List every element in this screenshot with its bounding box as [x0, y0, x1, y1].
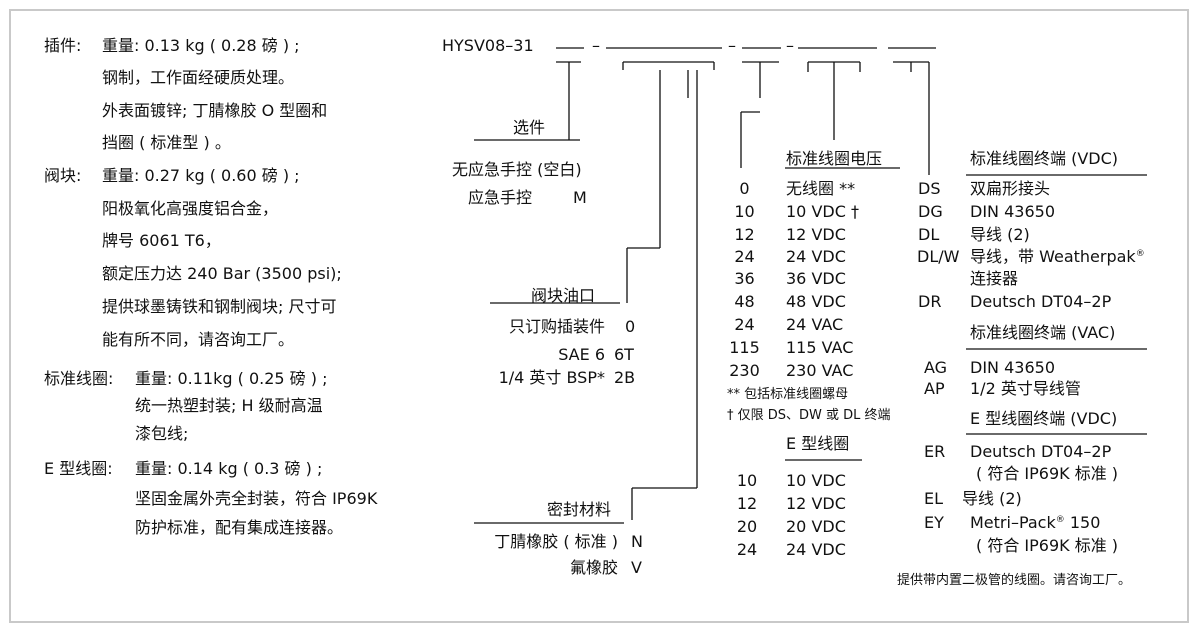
spec-line: 坚固金属外壳全封装，符合 IP69K: [135, 489, 378, 508]
spec-line: 漆包线;: [135, 424, 189, 443]
spec-line: 重量: 0.13 kg ( 0.28 磅 ) ;: [102, 36, 300, 55]
options-code: M: [573, 188, 587, 207]
footer-note: 提供带内置二极管的线圈。请咨询工厂。: [897, 573, 1132, 588]
voltage-code: 230: [729, 361, 760, 380]
seals-code: V: [631, 558, 642, 577]
model-code-dash: –: [728, 36, 736, 55]
ports-code: 2B: [614, 368, 636, 387]
terminal-label: DIN 43650: [970, 202, 1055, 221]
seals-title: 密封材料: [547, 500, 612, 519]
voltage-code: 0: [739, 179, 750, 198]
terminal-label: ( 符合 IP69K 标准 ): [976, 464, 1119, 483]
options-title: 选件: [513, 118, 546, 137]
voltage-title: 标准线圈电压: [786, 149, 883, 168]
seals-label: 丁腈橡胶 ( 标准 ): [494, 532, 618, 551]
spec-label-body: 阀块:: [44, 166, 82, 185]
e-coil-title: E 型线圈: [786, 434, 850, 453]
e-coil-label: 20 VDC: [786, 517, 846, 536]
spec-line: 挡圈 ( 标准型 ) 。: [102, 133, 231, 152]
spec-label-e-coil: E 型线圈:: [44, 459, 113, 478]
voltage-label: 12 VDC: [786, 225, 846, 244]
spec-line: 外表面镀锌; 丁腈橡胶 O 型圈和: [102, 101, 328, 120]
voltage-code: 48: [734, 292, 755, 311]
voltage-code: 10: [734, 202, 755, 221]
e-coil-code: 10: [736, 471, 758, 490]
terminal-label: 导线，带 Weatherpak®: [970, 247, 1145, 266]
spec-line: 钢制，工作面经硬质处理。: [102, 68, 295, 87]
page-frame: [9, 9, 1189, 623]
terminal-code: AG: [924, 358, 948, 377]
spec-line: 重量: 0.14 kg ( 0.3 磅 ) ;: [135, 459, 323, 478]
model-code-dash: –: [786, 36, 794, 55]
voltage-label: 24 VDC: [786, 247, 846, 266]
voltage-note: † 仅限 DS、DW 或 DL 终端: [727, 408, 891, 423]
voltage-note: ** 包括标准线圈螺母: [727, 387, 849, 402]
model-code-prefix: HYSV08–31: [442, 36, 534, 55]
spec-line: 提供球墨铸铁和钢制阀块; 尺寸可: [102, 297, 337, 316]
options-label: 应急手控: [468, 188, 533, 207]
terminal-label: 导线 (2): [970, 225, 1030, 244]
spec-label-std-coil: 标准线圈:: [44, 369, 114, 388]
voltage-code: 115: [729, 338, 760, 357]
ports-label: SAE 6: [558, 345, 605, 364]
e-coil-label: 24 VDC: [786, 540, 846, 559]
voltage-label: 10 VDC †: [786, 202, 859, 221]
model-code-dash: –: [592, 36, 600, 55]
terminal-code: EY: [924, 513, 944, 532]
terminal-label: 双扁形接头: [970, 179, 1051, 198]
terminal-code: ER: [924, 442, 946, 461]
e-coil-label: 12 VDC: [786, 494, 846, 513]
e-coil-code: 24: [736, 540, 758, 559]
spec-line: 防护标准，配有集成连接器。: [135, 518, 344, 537]
voltage-label: 36 VDC: [786, 269, 846, 288]
spec-line: 能有所不同，请咨询工厂。: [102, 330, 295, 349]
terminal-label: Deutsch DT04–2P: [970, 442, 1112, 461]
terminal-label: 1/2 英寸导线管: [970, 379, 1081, 398]
terminal-label: ( 符合 IP69K 标准 ): [976, 536, 1119, 555]
voltage-code: 24: [734, 315, 755, 334]
terminal-e-title: E 型线圈终端 (VDC): [970, 409, 1118, 428]
voltage-code: 12: [734, 225, 755, 244]
ports-code: 6T: [614, 345, 634, 364]
spec-line: 统一热塑封装; H 级耐高温: [135, 396, 323, 415]
seals-label: 氟橡胶: [569, 558, 618, 577]
ports-code: 0: [625, 317, 636, 336]
voltage-code: 24: [734, 247, 755, 266]
e-coil-code: 12: [736, 494, 758, 513]
terminal-code: DL/W: [917, 247, 960, 266]
spec-line: 额定压力达 240 Bar (3500 psi);: [102, 264, 342, 283]
ports-label: 只订购插装件: [508, 317, 605, 336]
terminal-label: 导线 (2): [962, 489, 1022, 508]
voltage-label: 230 VAC: [786, 361, 854, 380]
options-label: 无应急手控 (空白): [452, 160, 582, 179]
terminal-label: DIN 43650: [970, 358, 1055, 377]
ports-title: 阀块油口: [531, 286, 596, 305]
voltage-label: 24 VAC: [786, 315, 844, 334]
seals-code: N: [631, 532, 643, 551]
terminal-vac-title: 标准线圈终端 (VAC): [970, 323, 1116, 342]
voltage-label: 115 VAC: [786, 338, 854, 357]
terminal-vdc-title: 标准线圈终端 (VDC): [970, 149, 1119, 168]
terminal-code: DL: [918, 225, 940, 244]
terminal-label: Metri–Pack® 150: [970, 513, 1101, 532]
terminal-label: 连接器: [970, 269, 1019, 288]
spec-line: 阳极氧化高强度铝合金，: [102, 199, 279, 218]
ports-label: 1/4 英寸 BSP*: [498, 368, 605, 387]
spec-line: 重量: 0.27 kg ( 0.60 磅 ) ;: [102, 166, 300, 185]
terminal-code: AP: [924, 379, 945, 398]
voltage-code: 36: [734, 269, 755, 288]
terminal-code: DS: [918, 179, 941, 198]
terminal-code: EL: [924, 489, 944, 508]
voltage-label: 48 VDC: [786, 292, 846, 311]
spec-label-cartridge: 插件:: [44, 36, 82, 55]
voltage-label: 无线圈 **: [786, 179, 856, 198]
spec-line: 重量: 0.11kg ( 0.25 磅 ) ;: [135, 369, 328, 388]
terminal-label: Deutsch DT04–2P: [970, 292, 1112, 311]
terminal-code: DR: [918, 292, 942, 311]
terminal-code: DG: [918, 202, 943, 221]
e-coil-label: 10 VDC: [786, 471, 846, 490]
spec-line: 牌号 6061 T6，: [102, 231, 221, 250]
e-coil-code: 20: [736, 517, 758, 536]
